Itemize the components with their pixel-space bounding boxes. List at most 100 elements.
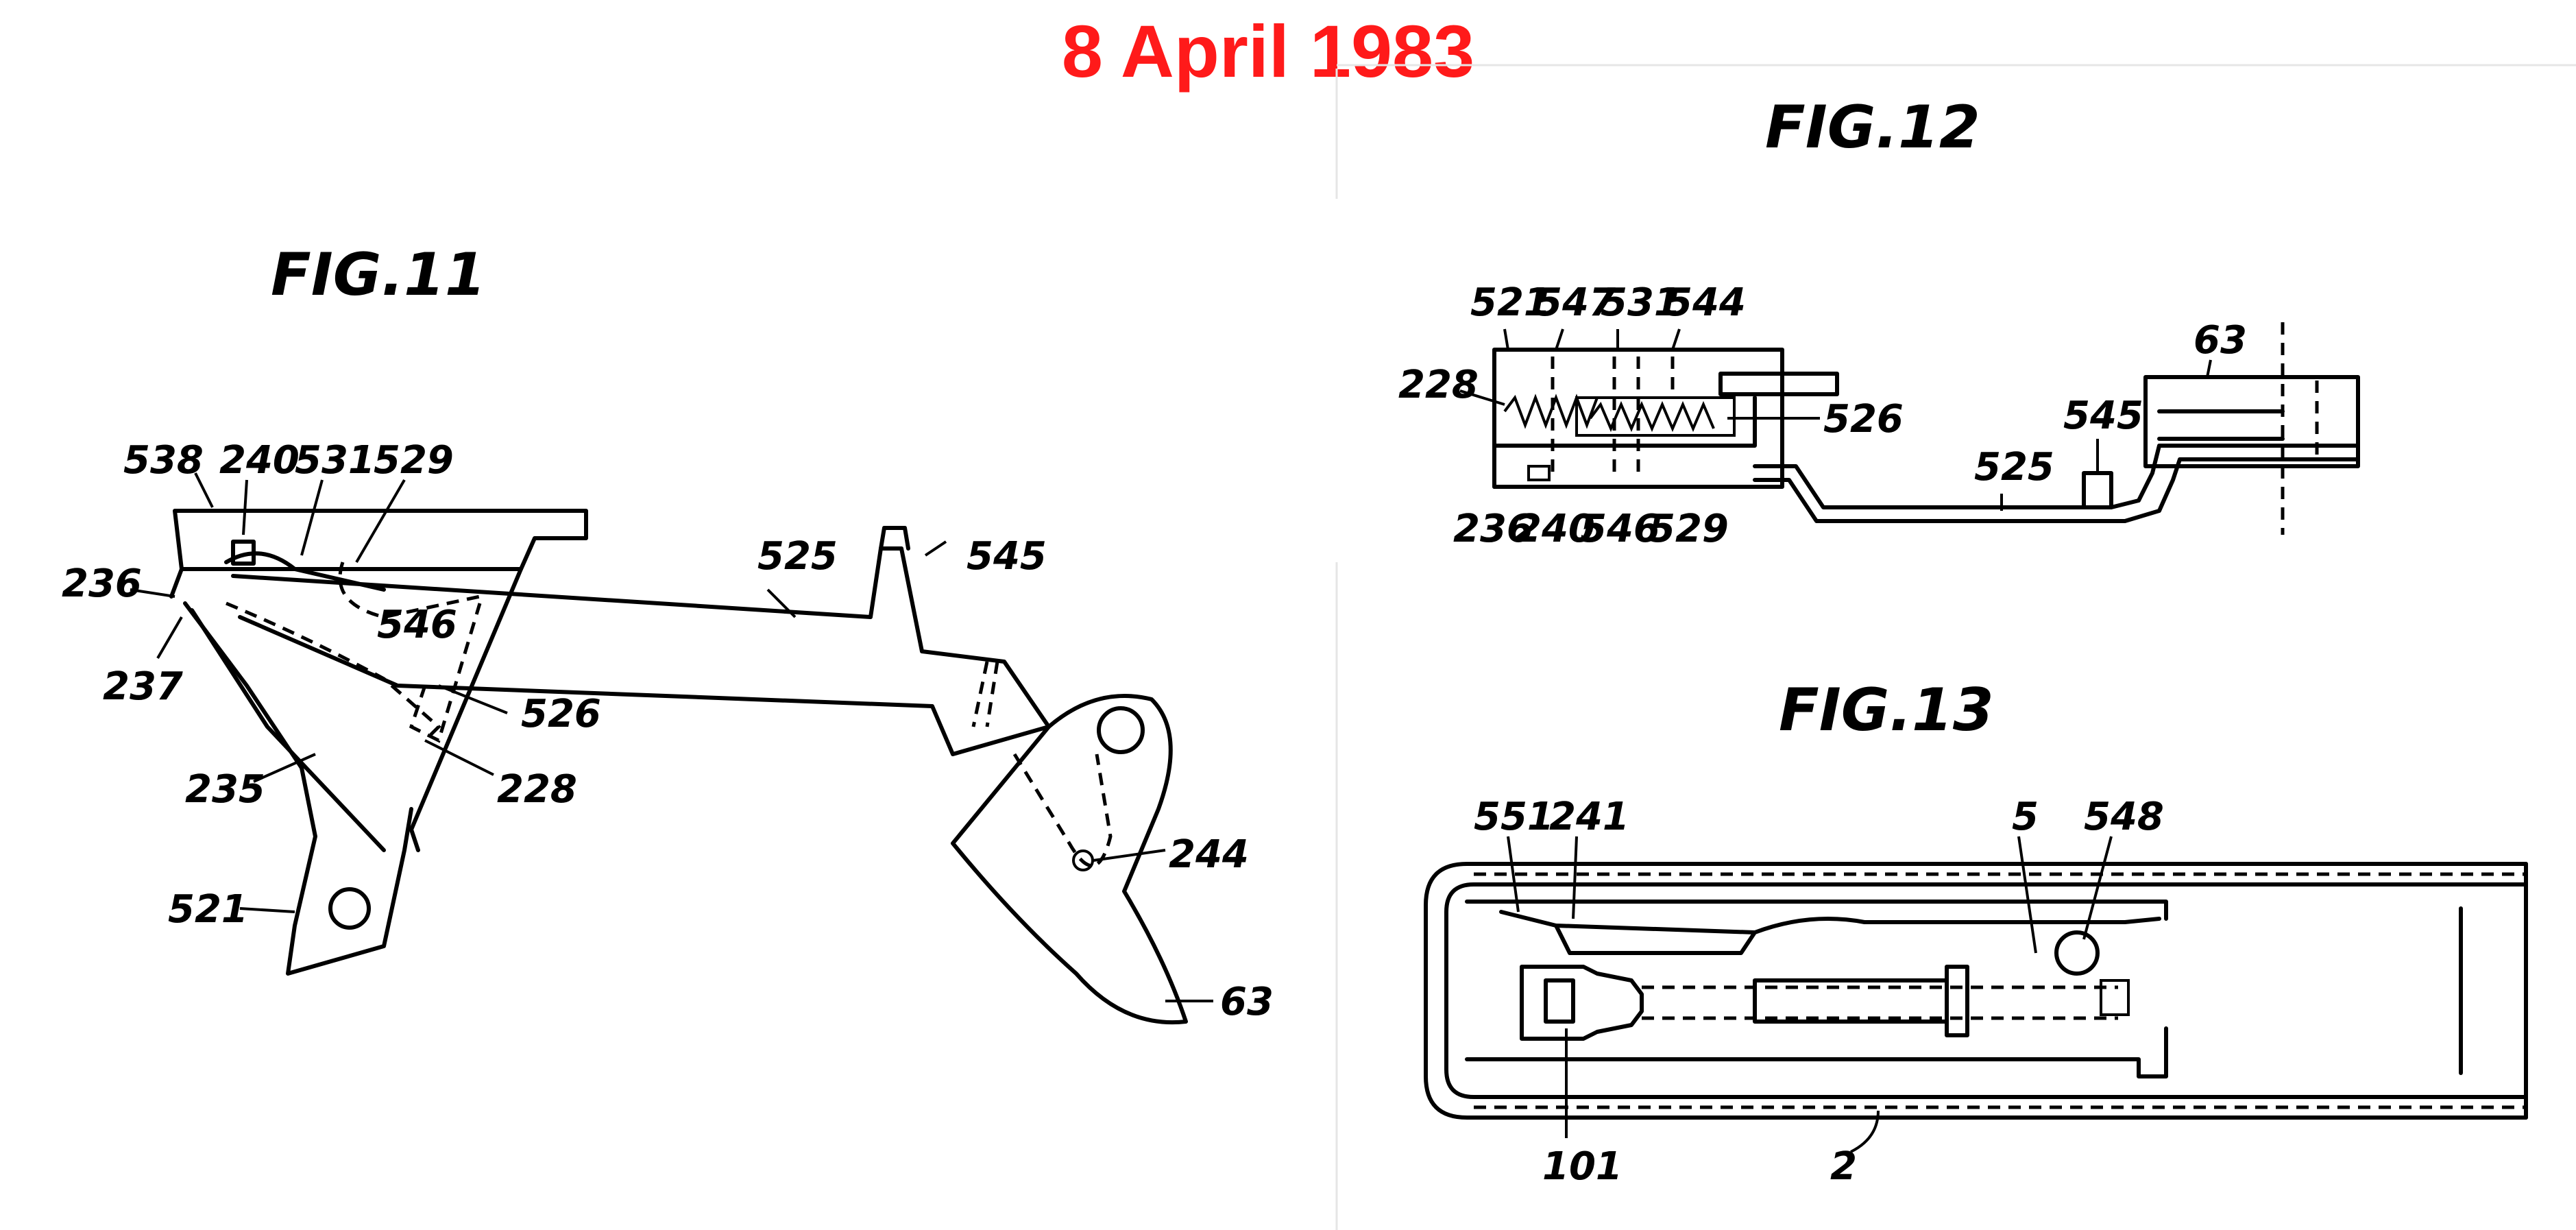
- fig12-label-546: 546: [1580, 507, 1660, 551]
- fig13-label-2: 2: [1830, 1144, 1857, 1189]
- fig13-label-548: 548: [2084, 795, 2164, 839]
- fig11-leader-235: [253, 753, 316, 783]
- fig11-drawing: FIG.11: [62, 241, 1274, 1025]
- fig13-leader-551: [1507, 836, 1520, 913]
- fig12-label-545: 545: [2063, 394, 2143, 438]
- fig11-label-529: 529: [374, 438, 454, 483]
- fig13-leader-5: [2017, 836, 2037, 954]
- fig12-label-228: 228: [1398, 363, 1479, 407]
- fig13-frame-outer: [1424, 862, 2528, 1120]
- fig11-bar-dash-b: [985, 661, 999, 727]
- fig11-label-538: 538: [123, 438, 204, 483]
- fig11-label-526: 526: [521, 692, 601, 736]
- fig12-bar-525-lower: [1753, 457, 2360, 523]
- fig11-lever-521: [183, 601, 413, 976]
- fig13-title: FIG.13: [1779, 676, 1994, 745]
- fig11-label-237: 237: [103, 664, 183, 709]
- fig12-housing-step: [1492, 396, 1757, 489]
- fig13-strip-step: [1554, 924, 1757, 955]
- fig12-leader-544: [1671, 328, 1681, 350]
- fig13-label-101: 101: [1542, 1144, 1623, 1189]
- fig13-label-241: 241: [1549, 795, 1629, 839]
- fig12-leader-228: [1459, 389, 1505, 406]
- fig12-pin-240: [1527, 465, 1551, 481]
- fig12-label-547: 547: [1535, 280, 1616, 325]
- fig11-part-526-outline: [409, 603, 482, 743]
- fig12-label-236: 236: [1453, 507, 1533, 551]
- fig12-trigger-block: [2143, 375, 2360, 468]
- fig12-label-526: 526: [1823, 397, 1904, 442]
- fig12-housing-tab: [1718, 372, 1839, 396]
- fig11-lever-pin-hole: [328, 887, 371, 930]
- fig11-leader-529: [355, 479, 406, 564]
- fig11-trigger-internal: [1012, 753, 1113, 867]
- fig11-label-521: 521: [168, 887, 248, 932]
- fig13-drawing: FIG.13: [1424, 676, 2528, 1189]
- fig12-spring-228: [1503, 394, 1599, 429]
- fig11-leader-525: [766, 588, 797, 618]
- fig11-pin-244: [1072, 849, 1094, 871]
- fig12-label-544: 544: [1666, 280, 1746, 325]
- fig13-label-5: 5: [2012, 795, 2039, 839]
- fig11-label-546: 546: [377, 603, 457, 647]
- fig11-lever-inner-edge: [190, 608, 386, 852]
- fig11-trigger-63: [951, 694, 1188, 1025]
- fig11-leader-244: [1093, 849, 1166, 862]
- fig12-plunger-box: [1575, 396, 1736, 437]
- fig12-lug-545: [2082, 471, 2113, 509]
- fig11-leader-521: [239, 907, 295, 913]
- fig11-part-546-outline: [338, 562, 481, 619]
- fig13-leader-548: [2082, 836, 2113, 940]
- fig11-leader-545: [924, 540, 947, 557]
- fig11-label-228: 228: [497, 767, 577, 812]
- fig11-trigger-bar: [231, 546, 1051, 756]
- fig11-sear-531: [224, 551, 386, 592]
- fig12-label-63: 63: [2194, 318, 2247, 363]
- fig11-label-244: 244: [1169, 832, 1249, 877]
- fig11-leader-538: [194, 472, 214, 508]
- fig12-title: FIG.12: [1765, 93, 1980, 162]
- fig12-label-521: 521: [1470, 280, 1551, 325]
- fig12-drawing: FIG.12: [1398, 93, 2360, 551]
- fig13-inner-channel: [1465, 900, 2168, 1078]
- fig13-leader-2: [1850, 1110, 1880, 1153]
- fig11-label-240: 240: [219, 438, 300, 483]
- fig13-ball-548: [2054, 930, 2100, 976]
- fig11-label-236: 236: [62, 562, 142, 606]
- fig13-striker-core: [1544, 978, 1575, 1024]
- fig12-label-529: 529: [1649, 507, 1729, 551]
- fig11-label-545: 545: [967, 534, 1047, 579]
- fig13-frame-inner: [1444, 882, 2528, 1099]
- fig11-leader-240: [242, 479, 248, 535]
- fig11-label-235: 235: [185, 767, 265, 812]
- fig11-label-525: 525: [757, 534, 838, 579]
- fig13-rod-stop: [1945, 965, 1969, 1037]
- fig12-leader-63: [2206, 359, 2212, 378]
- fig12-leader-521: [1503, 328, 1509, 350]
- fig12-bar-525: [1753, 444, 2360, 509]
- fig13-ball-seat: [2100, 979, 2130, 1016]
- fig11-label-531: 531: [295, 438, 375, 483]
- fig13-spring-241: [1499, 910, 2161, 934]
- fig11-bar-dash-a: [971, 661, 989, 727]
- fig12-label-240: 240: [1515, 507, 1595, 551]
- fig13-label-551: 551: [1474, 795, 1554, 839]
- fig12-spring-526: [1589, 400, 1715, 433]
- fig11-title: FIG.11: [271, 241, 486, 309]
- fig11-trigger-pivot-hole: [1097, 706, 1145, 754]
- fig11-pin-240: [231, 540, 256, 566]
- fig11-label-63: 63: [1220, 980, 1274, 1024]
- fig12-label-531: 531: [1601, 280, 1681, 325]
- fig11-leader-526: [438, 684, 508, 714]
- fig11-bar-lug-545: [879, 526, 910, 551]
- fig11-leader-228: [424, 739, 494, 776]
- fig13-leader-241: [1572, 836, 1578, 919]
- fig11-leader-236: [130, 588, 175, 598]
- fig13-striker-101: [1520, 965, 1644, 1041]
- fig11-leader-531: [300, 479, 324, 556]
- date-title: 8 April 1983: [1061, 10, 1475, 93]
- fig12-label-525: 525: [1974, 445, 2054, 490]
- fig12-leader-547: [1555, 328, 1564, 350]
